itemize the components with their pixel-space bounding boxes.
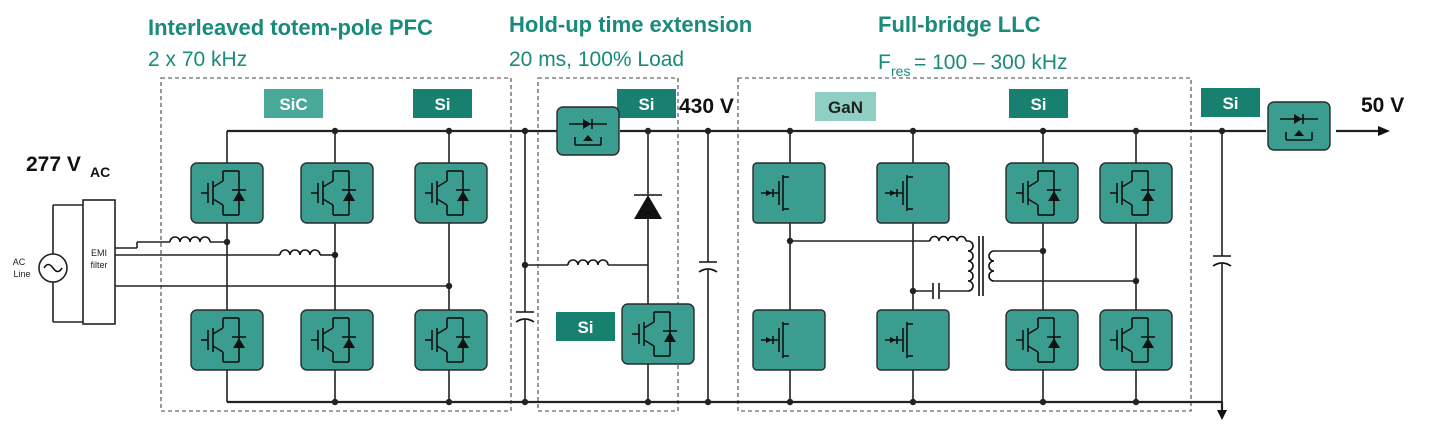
inductor-1-icon: [169, 236, 211, 243]
pfc-boundary-box: [160, 77, 512, 412]
llc-sr-switch-top-1: [1005, 162, 1079, 224]
tag-output-si: Si: [1201, 88, 1260, 117]
pfc-cap-plate-bottom: [515, 318, 535, 323]
tag-pfc-sic: SiC: [264, 89, 323, 118]
pfc-switch-bottom-1: [190, 309, 264, 371]
pfc-subtitle: 2 x 70 kHz: [148, 48, 247, 71]
tag-llc-gan: GaN: [815, 92, 876, 121]
node-dot: [909, 287, 917, 295]
holdup-inductor-icon: [567, 259, 609, 266]
node-dot: [1039, 398, 1047, 406]
node-dot: [445, 127, 453, 135]
holdup-boundary-box: [537, 77, 679, 412]
llc-subtitle-subscript: res: [891, 63, 910, 79]
tag-holdup-bottom-si-text: Si: [577, 318, 593, 337]
node-dot: [1218, 127, 1226, 135]
node-dot: [445, 282, 453, 290]
holdup-boost-switch: [621, 303, 695, 365]
tag-pfc-sic-text: SiC: [279, 95, 307, 114]
llc-boundary-box: [737, 77, 1192, 412]
node-dot: [704, 398, 712, 406]
node-dot: [644, 127, 652, 135]
transformer-primary-icon: [967, 240, 974, 292]
holdup-diode-icon: [634, 195, 662, 219]
emi-label-2: filter: [90, 260, 107, 270]
input-voltage-label: 277 V AC: [26, 153, 110, 180]
pfc-title: Interleaved totem-pole PFC: [148, 15, 433, 40]
input-voltage-subscript: AC: [90, 164, 110, 180]
llc-gan-switch-bottom-2: [876, 309, 950, 371]
node-dot: [521, 127, 529, 135]
llc-sr-switch-bottom-1: [1005, 309, 1079, 371]
input-voltage-main: 277 V: [26, 153, 81, 176]
pfc-switch-bottom-3: [414, 309, 488, 371]
llc-title: Full-bridge LLC: [878, 12, 1041, 37]
llc-subtitle: F res = 100 – 300 kHz: [878, 51, 1068, 79]
node-dot: [1132, 277, 1140, 285]
output-oring-switch: [1267, 101, 1331, 151]
pfc-switch-top-2: [300, 162, 374, 224]
llc-sr-switch-top-2: [1099, 162, 1173, 224]
node-dot: [331, 398, 339, 406]
ac-line-label-1: AC: [13, 257, 26, 267]
tag-holdup-top-si: Si: [617, 89, 676, 118]
tag-pfc-si-text: Si: [434, 95, 450, 114]
bus-voltage-label: 430 V: [679, 95, 734, 118]
llc-subtitle-suffix: = 100 – 300 kHz: [914, 51, 1068, 74]
tag-output-si-text: Si: [1222, 94, 1238, 113]
emi-label-1: EMI: [91, 248, 107, 258]
ground-arrow: [1217, 410, 1227, 420]
tag-pfc-si: Si: [413, 89, 472, 118]
holdup-series-switch: [556, 106, 620, 156]
tag-llc-si-text: Si: [1030, 95, 1046, 114]
node-dot: [704, 127, 712, 135]
node-dot: [786, 127, 794, 135]
llc-gan-switch-top-2: [876, 162, 950, 224]
llc-sr-switch-bottom-2: [1099, 309, 1173, 371]
tag-holdup-top-si-text: Si: [638, 95, 654, 114]
tag-llc-gan-text: GaN: [828, 98, 863, 117]
node-dot: [331, 251, 339, 259]
node-dot: [1132, 127, 1140, 135]
ac-line-label-2: Line: [13, 269, 30, 279]
resonant-inductor-icon: [929, 235, 967, 242]
node-dot: [909, 127, 917, 135]
node-dot: [1039, 247, 1047, 255]
tag-holdup-bottom-si: Si: [556, 312, 615, 341]
node-dot: [786, 398, 794, 406]
out-cap-plate-bottom: [1212, 262, 1232, 267]
node-dot: [786, 237, 794, 245]
inductor-2-icon: [279, 249, 321, 256]
node-dot: [909, 398, 917, 406]
node-dot: [521, 261, 529, 269]
output-arrow: [1378, 126, 1390, 136]
llc-subtitle-prefix: F: [878, 51, 891, 74]
node-dot: [644, 398, 652, 406]
node-dot: [1039, 127, 1047, 135]
holdup-subtitle: 20 ms, 100% Load: [509, 48, 684, 71]
pfc-switch-bottom-2: [300, 309, 374, 371]
llc-gan-switch-top-1: [752, 162, 826, 224]
llc-gan-switch-bottom-1: [752, 309, 826, 371]
node-dot: [331, 127, 339, 135]
sine-icon: [43, 263, 63, 273]
bus-cap-plate-bottom: [698, 268, 718, 273]
node-dot: [445, 398, 453, 406]
holdup-title: Hold-up time extension: [509, 12, 752, 37]
node-dot: [223, 238, 231, 246]
tag-llc-si: Si: [1009, 89, 1068, 118]
transformer-secondary-icon: [988, 250, 995, 282]
node-dot: [521, 398, 529, 406]
emi-filter-box: [82, 199, 116, 325]
node-dot: [1132, 398, 1140, 406]
output-voltage-label: 50 V: [1361, 94, 1404, 117]
pfc-switch-top-3: [414, 162, 488, 224]
pfc-switch-top-1: [190, 162, 264, 224]
